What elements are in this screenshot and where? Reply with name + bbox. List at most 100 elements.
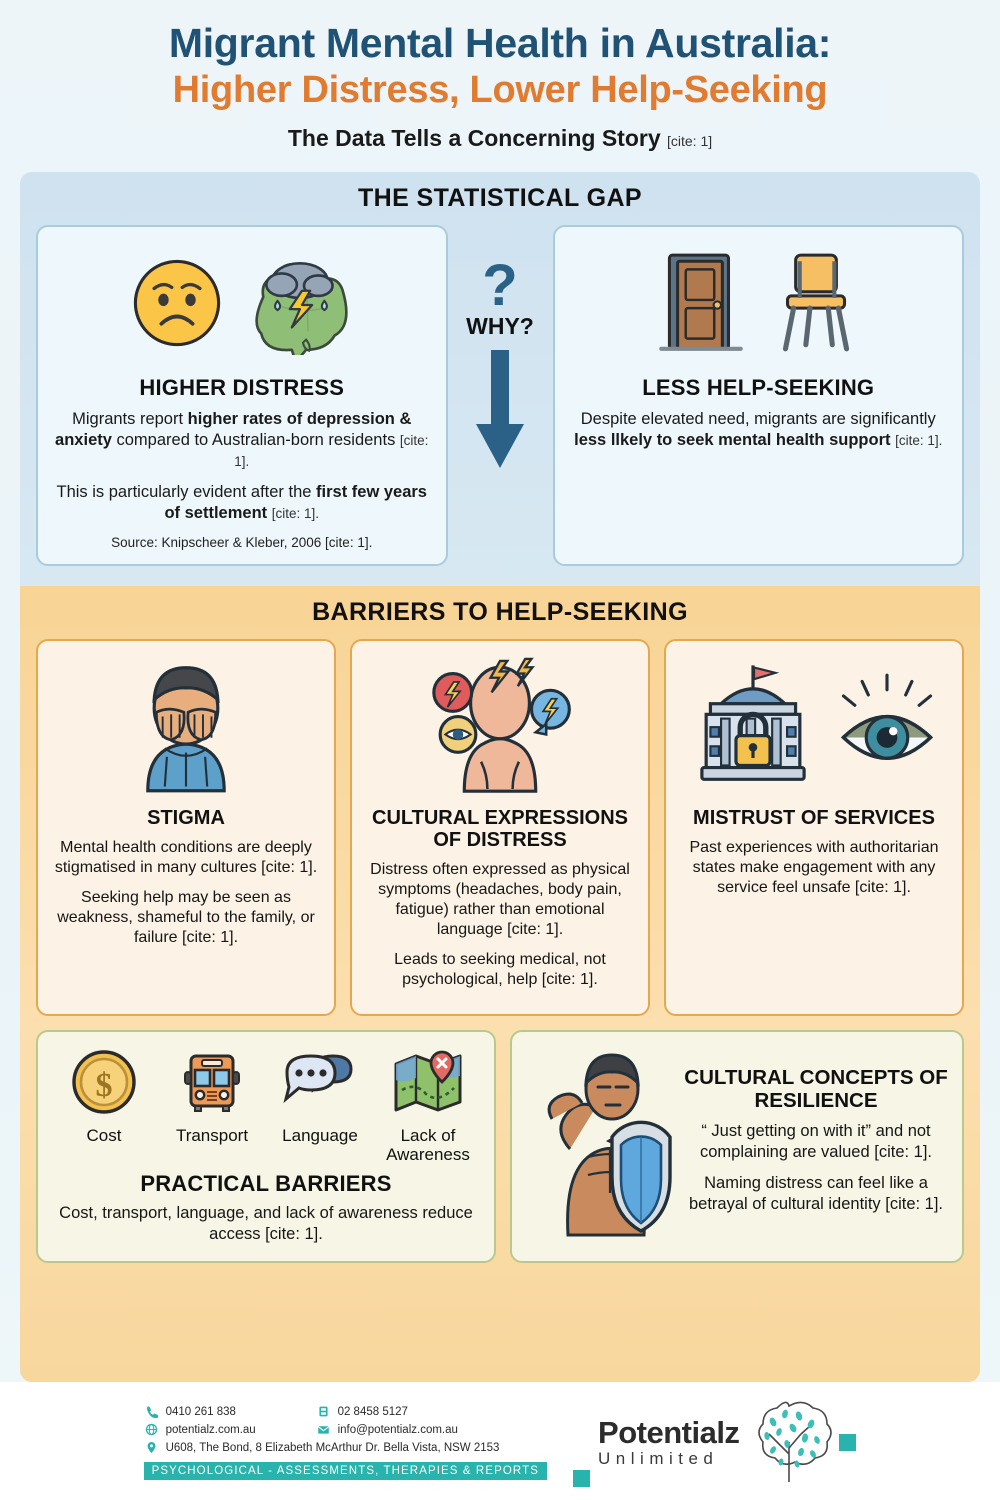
phone-icon: [144, 1405, 159, 1419]
card-mistrust-of-services: MISTRUST OF SERVICES Past experiences wi…: [664, 638, 964, 1017]
cultural-expressions-paragraph-1: Distress often expressed as physical sym…: [370, 861, 630, 939]
card-stigma: STIGMA Mental health conditions are deep…: [36, 638, 336, 1017]
higher-distress-title: HIGHER DISTRESS: [139, 375, 345, 400]
p1-cite: [cite: 1].: [234, 433, 429, 470]
barrier-wide-cards-row: $ Cost: [36, 1030, 964, 1263]
australia-storm-icon: [247, 251, 359, 363]
p2-before: This is particularly evident after the: [56, 483, 317, 502]
resilience-text: CULTURAL CONCEPTS OF RESILIENCE “ Just g…: [684, 1066, 948, 1225]
footer-website[interactable]: potentialz.com.au: [144, 1423, 316, 1437]
footer: 0410 261 838 02 8458 5127 potentialz.com…: [0, 1382, 1000, 1500]
practical-item-language: Language: [268, 1046, 372, 1146]
p2-bold: first few years of settlement: [164, 483, 427, 523]
practical-item-lack-of-awareness: Lack of Awareness: [376, 1046, 480, 1164]
card-cultural-resilience: CULTURAL CONCEPTS OF RESILIENCE “ Just g…: [510, 1030, 964, 1263]
flexing-person-shield-icon: [526, 1049, 676, 1242]
p1-before: Migrants report: [72, 410, 188, 428]
folded-map-pin-icon: [390, 1050, 466, 1122]
higher-distress-icons: [52, 241, 432, 369]
footer-email-value: info@potentialz.com.au: [337, 1423, 458, 1436]
statistical-gap-section: THE STATISTICAL GAP: [20, 172, 980, 586]
brand-name: Potentialz: [598, 1415, 740, 1450]
practical-item-cost-label: Cost: [86, 1126, 122, 1146]
stigma-paragraph-1: Mental health conditions are deeply stig…: [54, 838, 318, 876]
resilience-title: CULTURAL CONCEPTS OF RESILIENCE: [684, 1066, 948, 1113]
speech-bubbles-icon: [281, 1054, 359, 1122]
accent-square-right: [839, 1433, 857, 1451]
stigma-paragraph-2: Seeking help may be seen as weakness, sh…: [57, 888, 315, 946]
header: Migrant Mental Health in Australia: High…: [0, 0, 1000, 158]
barrier-cards-row: STIGMA Mental health conditions are deep…: [36, 638, 964, 1017]
card-practical-barriers: $ Cost: [36, 1030, 496, 1263]
sad-face-icon: [125, 251, 229, 360]
less-help-seeking-icons: [569, 241, 949, 369]
resilience-paragraph-2: Naming distress can feel like a betrayal…: [688, 1173, 944, 1214]
brain-tree-icon: [743, 1396, 835, 1489]
higher-distress-source: Source: Knipscheer & Kleber, 2006 [cite:…: [111, 534, 373, 550]
barriers-heading: BARRIERS TO HELP-SEEKING: [312, 597, 688, 626]
footer-address-value: U608, The Bond, 8 Elizabeth McArthur Dr.…: [165, 1441, 500, 1454]
statistical-gap-cards: HIGHER DISTRESS Migrants report higher r…: [36, 225, 964, 566]
r1-cite: [cite: 1].: [895, 433, 943, 449]
footer-fax[interactable]: 02 8458 5127: [316, 1405, 488, 1419]
higher-distress-paragraph-2: This is particularly evident after the f…: [52, 482, 432, 524]
person-covering-face-icon: [122, 655, 250, 800]
card-less-help-seeking: LESS HELP-SEEKING Despite elevated need,…: [552, 225, 964, 566]
footer-email[interactable]: info@potentialz.com.au: [316, 1423, 488, 1437]
mistrust-icons: [677, 653, 951, 803]
globe-icon: [144, 1423, 159, 1437]
footer-row-2: potentialz.com.au info@potentialz.com.au: [144, 1423, 547, 1437]
card-cultural-expressions: CULTURAL EXPRESSIONS OF DISTRESS Distres…: [350, 638, 650, 1017]
svg-text:$: $: [96, 1067, 113, 1104]
watching-eye-icon: [835, 669, 939, 786]
cultural-expressions-paragraph-2: Leads to seeking medical, not psychologi…: [394, 951, 606, 989]
practical-item-transport: Transport: [160, 1046, 264, 1146]
footer-address: U608, The Bond, 8 Elizabeth McArthur Dr.…: [144, 1441, 500, 1455]
accent-square-left: [573, 1469, 591, 1487]
brand-logo: Potentialz Unlimited: [573, 1396, 857, 1489]
practical-item-cost: $ Cost: [52, 1046, 156, 1146]
statistical-gap-heading: THE STATISTICAL GAP: [358, 184, 642, 212]
r1-bold: less llkely to seek mental health suppor…: [574, 431, 891, 450]
resilience-inner: CULTURAL CONCEPTS OF RESILIENCE “ Just g…: [526, 1046, 948, 1245]
why-label: WHY?: [466, 313, 534, 340]
r1-before: Despite elevated need, migrants are sign…: [580, 410, 936, 428]
stigma-icons: [49, 653, 323, 803]
less-help-seeking-paragraph-1: Despite elevated need, migrants are sign…: [569, 409, 949, 451]
why-connector: ? WHY?: [440, 256, 560, 475]
bus-icon: [176, 1054, 248, 1122]
envelope-icon: [316, 1423, 331, 1437]
p1-bold: higher rates of depression & anxiety: [55, 410, 412, 450]
location-pin-icon: [144, 1441, 159, 1455]
footer-row-1: 0410 261 838 02 8458 5127: [144, 1405, 547, 1419]
page-subtitle: The Data Tells a Concerning Story [cite:…: [20, 125, 980, 152]
mistrust-paragraph-1: Past experiences with authoritarian stat…: [689, 838, 939, 896]
footer-phone[interactable]: 0410 261 838: [144, 1405, 316, 1419]
higher-distress-paragraph-1: Migrants report higher rates of depressi…: [52, 409, 432, 472]
footer-website-value: potentialz.com.au: [165, 1423, 256, 1436]
practical-barriers-title: PRACTICAL BARRIERS: [140, 1170, 392, 1196]
brand-text: Potentialz Unlimited: [598, 1415, 740, 1468]
empty-chair-icon: [767, 247, 863, 364]
practical-barriers-description: Cost, transport, language, and lack of a…: [59, 1203, 473, 1243]
resilience-paragraph-1: “ Just getting on with it” and not compl…: [699, 1121, 933, 1161]
footer-contact-block: 0410 261 838 02 8458 5127 potentialz.com…: [143, 1405, 548, 1480]
card-higher-distress: HIGHER DISTRESS Migrants report higher r…: [36, 225, 448, 566]
body-pain-symptoms-icon: [416, 654, 584, 801]
subtitle-citation: [cite: 1]: [667, 133, 713, 149]
footer-tagline: PSYCHOLOGICAL - ASSESSMENTS, THERAPIES &…: [143, 1461, 548, 1480]
down-arrow-icon: [470, 350, 530, 475]
less-help-seeking-title: LESS HELP-SEEKING: [642, 375, 875, 400]
subtitle-text: The Data Tells a Concerning Story: [287, 125, 661, 151]
practical-item-awareness-label: Lack of Awareness: [386, 1126, 470, 1165]
cultural-expressions-icons: [363, 653, 637, 803]
brand-subtitle: Unlimited: [598, 1449, 719, 1468]
p2-cite: [cite: 1].: [271, 506, 320, 522]
footer-phone-value: 0410 261 838: [165, 1405, 236, 1418]
mistrust-title: MISTRUST OF SERVICES: [693, 806, 935, 829]
page-title-line1: Migrant Mental Health in Australia:: [168, 20, 832, 66]
government-building-lock-icon: [689, 659, 817, 796]
practical-item-transport-label: Transport: [175, 1126, 249, 1146]
door-icon: [653, 247, 749, 364]
